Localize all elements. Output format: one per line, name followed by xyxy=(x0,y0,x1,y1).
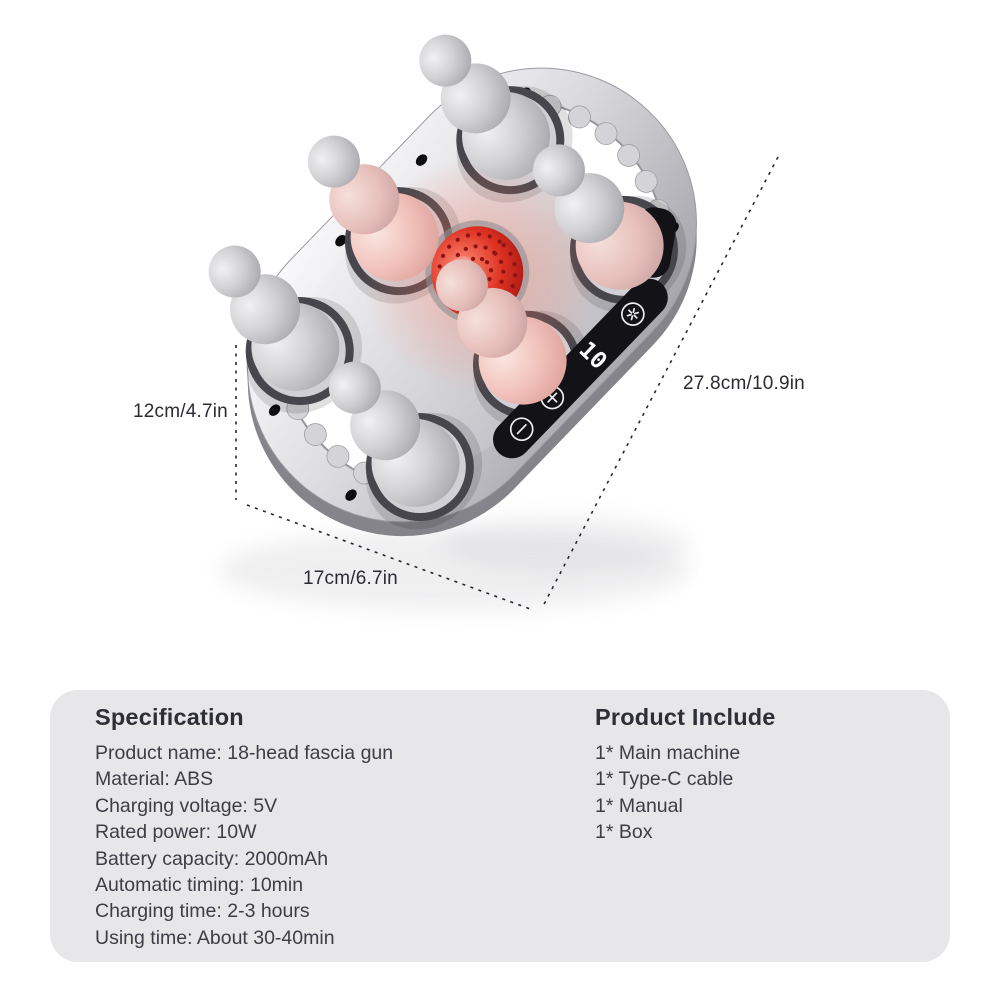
massage-ball-clusters xyxy=(208,34,664,507)
spec-item: Charging voltage: 5V xyxy=(95,794,278,817)
massage-ball xyxy=(307,135,360,188)
info-panel: Specification Product name: 18-head fasc… xyxy=(50,690,950,962)
include-item: 1* Box xyxy=(595,821,653,844)
product-photo: 10 xyxy=(208,34,779,611)
product-include-list: 1* Main machine 1* Type-C cable 1* Manua… xyxy=(595,740,776,846)
spec-item: Charging time: 2-3 hours xyxy=(95,900,310,923)
include-item: 1* Type-C cable xyxy=(595,768,734,791)
massage-ball xyxy=(328,361,381,414)
spec-item: Battery capacity: 2000mAh xyxy=(95,847,329,870)
massage-ball xyxy=(419,34,472,87)
include-item: 1* Manual xyxy=(595,794,683,817)
massage-device: 10 xyxy=(208,34,711,554)
screw-dot xyxy=(335,234,347,247)
massage-ball xyxy=(208,245,261,298)
power-button-icon xyxy=(621,302,645,326)
massage-ball-cluster xyxy=(435,259,567,405)
massage-ball-cluster xyxy=(208,245,340,391)
include-item: 1* Main machine xyxy=(595,742,741,764)
product-include-title: Product Include xyxy=(595,704,776,730)
length-dimension-label: 27.8cm/10.9in xyxy=(683,373,805,394)
spec-item: Rated power: 10W xyxy=(95,821,257,844)
product-photo-stage: 10 xyxy=(133,34,805,611)
massage-ball-cluster xyxy=(307,135,439,281)
specification-title: Specification xyxy=(95,704,244,730)
massage-ball xyxy=(435,259,488,312)
specification-section: Specification Product name: 18-head fasc… xyxy=(95,704,393,951)
spec-item: Automatic timing: 10min xyxy=(95,874,304,897)
width-dimension-label: 17cm/6.7in xyxy=(303,568,398,589)
screw-dot xyxy=(415,154,428,166)
massage-ball-cluster xyxy=(532,144,664,290)
massage-ball-cluster xyxy=(328,361,460,507)
screw-dot xyxy=(345,489,357,501)
floor-reflection xyxy=(220,517,690,610)
massage-ball xyxy=(532,144,585,197)
spec-item: Material: ABS xyxy=(95,768,214,791)
product-include-section: Product Include 1* Main machine 1* Type-… xyxy=(595,704,776,846)
massage-ball-cluster xyxy=(419,34,550,180)
specification-list: Product name: 18-head fascia gun Materia… xyxy=(95,740,393,951)
spec-item: Using time: About 30-40min xyxy=(95,926,335,949)
spec-item: Product name: 18-head fascia gun xyxy=(95,742,394,764)
height-dimension-label: 12cm/4.7in xyxy=(133,401,228,422)
minus-button-icon xyxy=(509,417,534,442)
